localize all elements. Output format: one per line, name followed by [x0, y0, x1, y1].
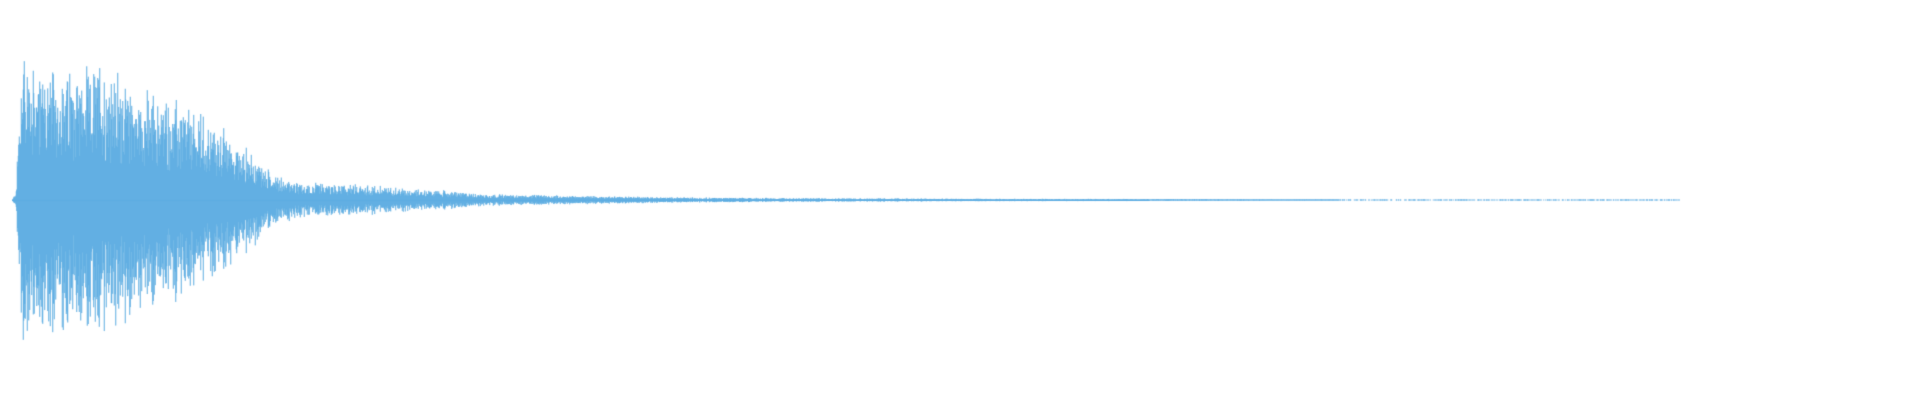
- audio-waveform-display: [0, 0, 1920, 400]
- waveform-canvas: [0, 0, 1920, 400]
